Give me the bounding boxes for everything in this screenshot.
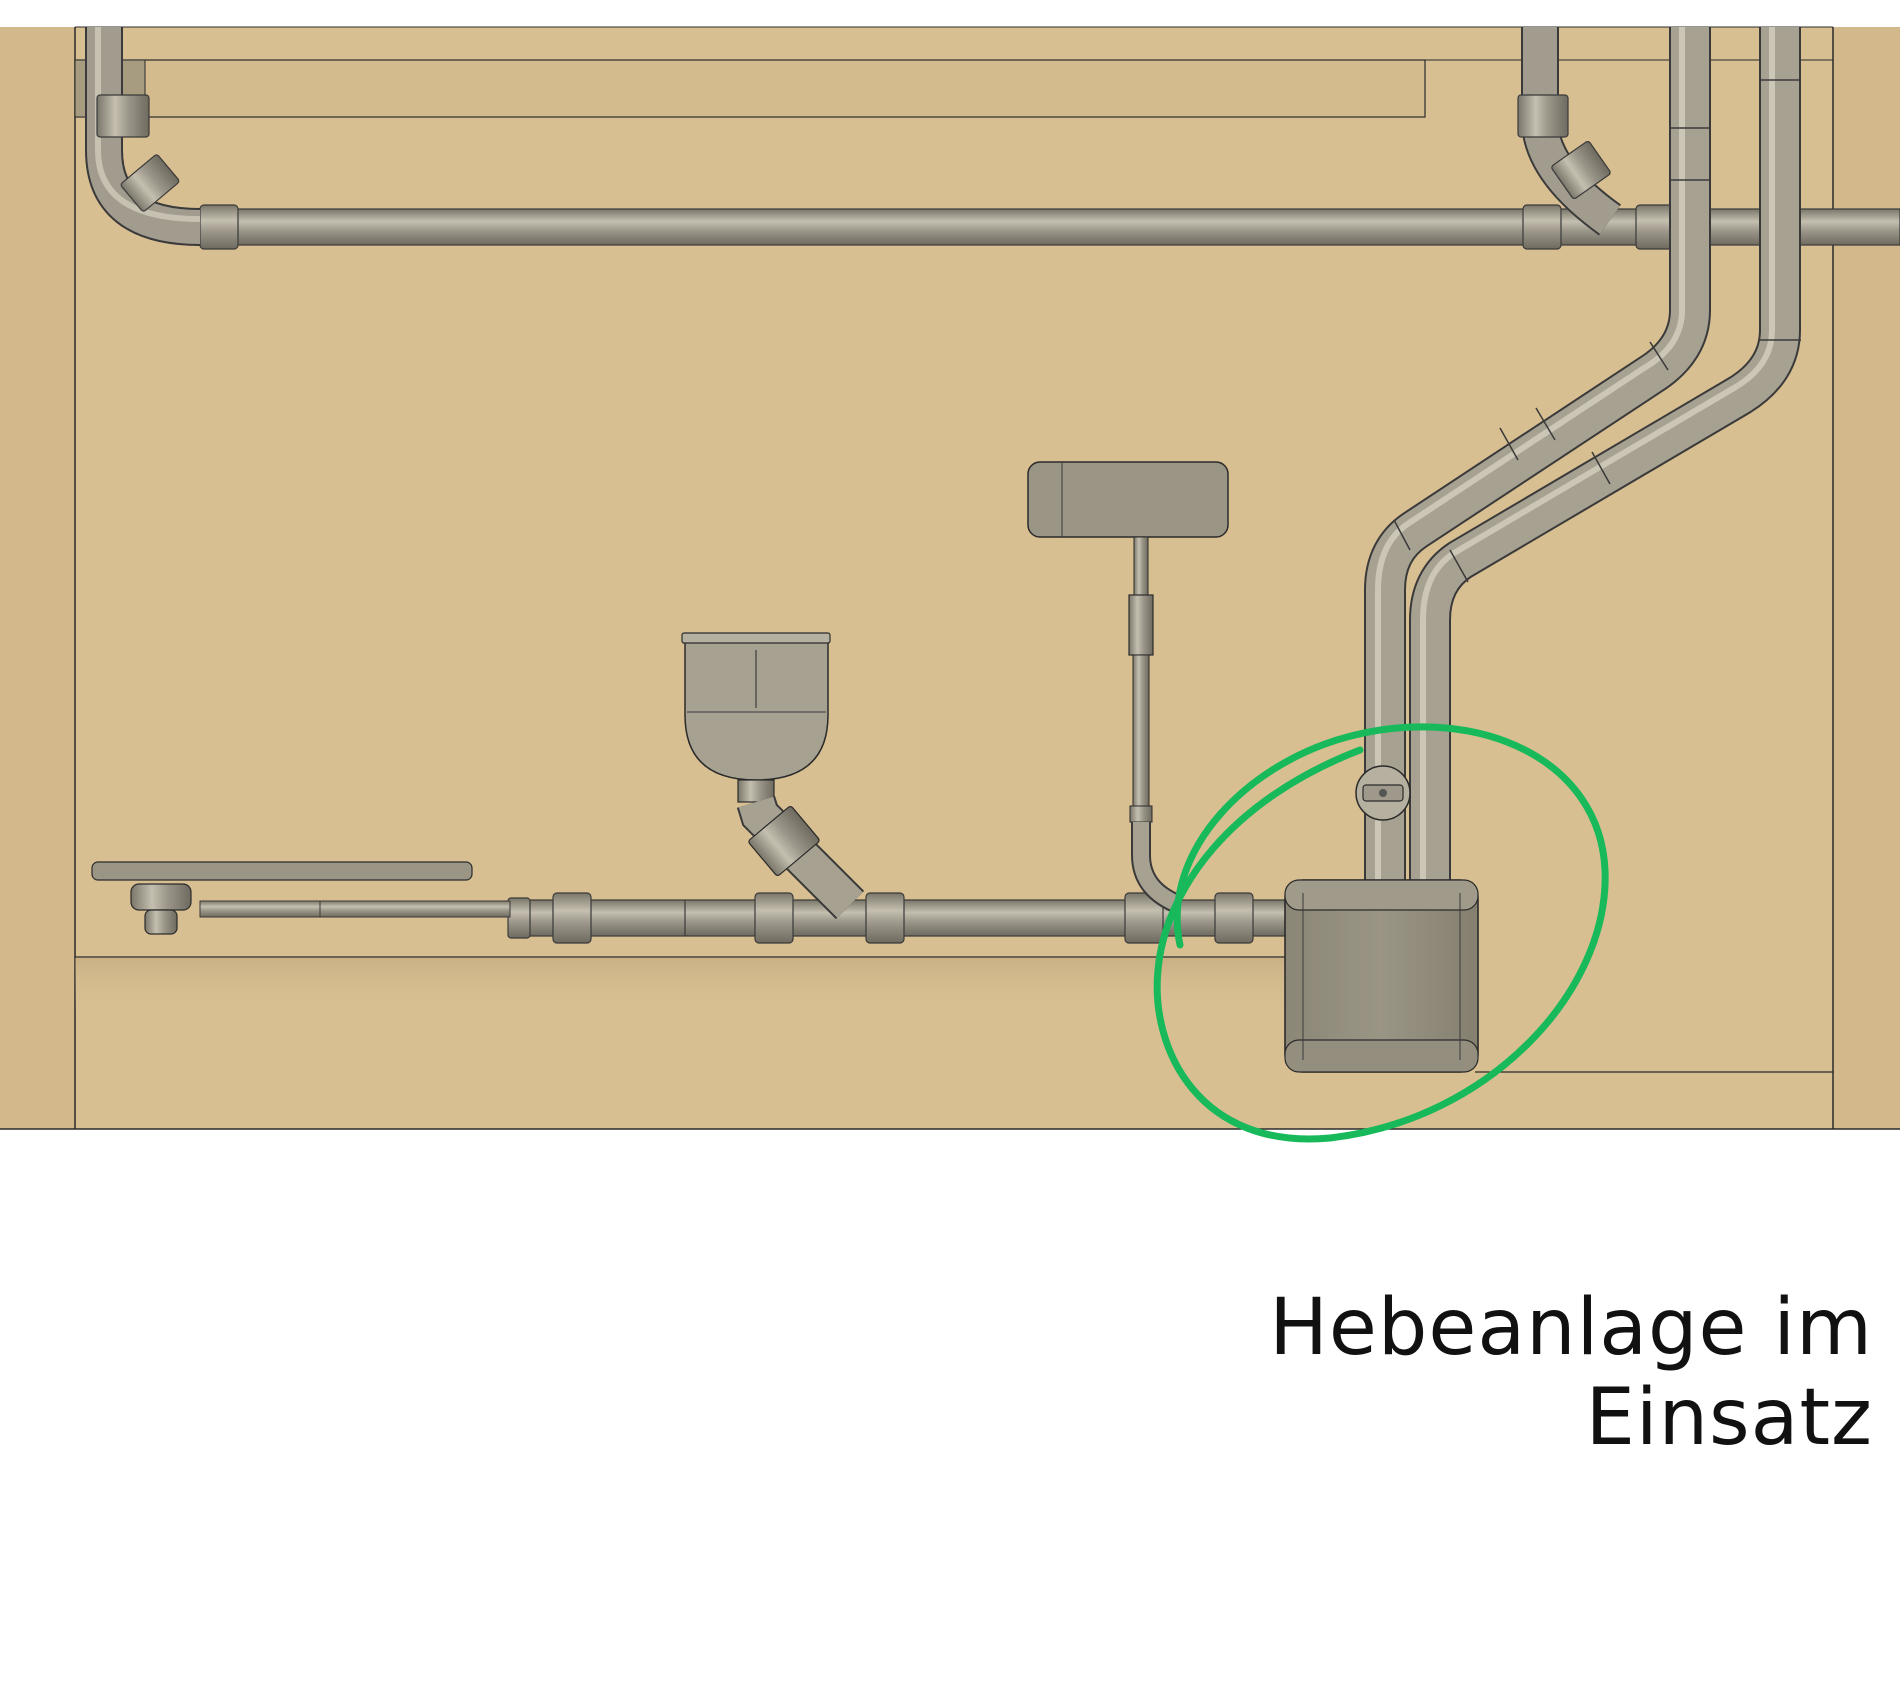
lifting-unit <box>1284 879 1479 1073</box>
highlight-circle <box>1153 723 1609 1143</box>
washbasin <box>681 632 865 920</box>
sink-cabinet <box>1027 461 1229 915</box>
caption: Hebeanlage im Einsatz <box>1269 1283 1873 1463</box>
upper-drain-pipe <box>85 27 1900 250</box>
shower-tray <box>91 861 473 935</box>
rising-pipes <box>1355 27 1801 880</box>
wall-background <box>0 26 1900 1130</box>
